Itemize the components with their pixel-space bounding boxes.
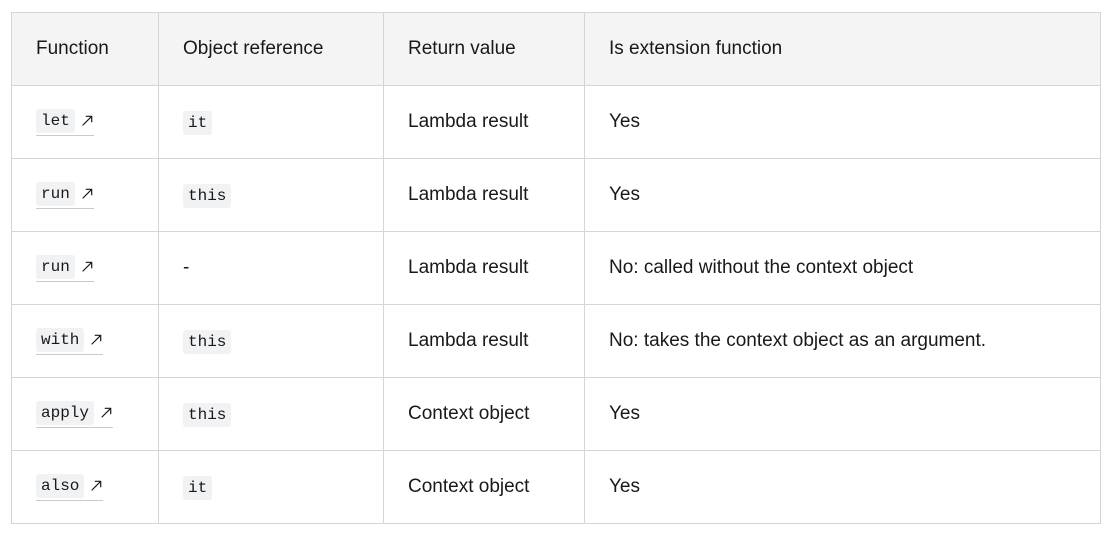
function-name-code: with bbox=[36, 328, 85, 352]
cell-is-extension-function: Yes bbox=[609, 476, 640, 497]
scope-functions-table: Function Object reference Return value I… bbox=[11, 12, 1101, 524]
function-link-let[interactable]: let bbox=[36, 109, 94, 136]
object-reference-code: this bbox=[183, 183, 232, 208]
cell-return-value: Context object bbox=[383, 450, 585, 524]
cell-is-extension-function: Yes bbox=[584, 85, 1101, 159]
cell-is-extension-function: Yes bbox=[584, 377, 1101, 451]
cell-return-value: Lambda result bbox=[383, 85, 585, 159]
external-link-arrow-icon bbox=[90, 333, 103, 346]
cell-function: apply bbox=[11, 377, 159, 451]
table-row: also it Context object Yes bbox=[11, 450, 1101, 524]
cell-object-reference: this bbox=[158, 158, 384, 232]
cell-is-extension-function: No: called without the context object bbox=[584, 231, 1101, 305]
table-row: run this Lambda result Yes bbox=[11, 158, 1101, 232]
external-link-arrow-icon bbox=[100, 406, 113, 419]
cell-function: with bbox=[11, 304, 159, 378]
cell-object-reference: this bbox=[158, 304, 384, 378]
column-header-is-extension-function: Is extension function bbox=[584, 12, 1101, 86]
table-header: Function Object reference Return value I… bbox=[11, 12, 1101, 86]
object-reference-code: this bbox=[183, 402, 232, 427]
function-link-run-toplevel[interactable]: run bbox=[36, 255, 94, 282]
function-link-also[interactable]: also bbox=[36, 474, 104, 501]
cell-return-value: Context object bbox=[383, 377, 585, 451]
table-body: let it Lambda result Yes bbox=[11, 85, 1101, 524]
cell-function: let bbox=[11, 85, 159, 159]
cell-return-value: Lambda result bbox=[383, 231, 585, 305]
function-link-apply[interactable]: apply bbox=[36, 401, 114, 428]
scope-functions-table-container: Function Object reference Return value I… bbox=[11, 12, 1101, 524]
table-row: apply this Context object Yes bbox=[11, 377, 1101, 451]
function-name-code: run bbox=[36, 255, 75, 279]
table-row: let it Lambda result Yes bbox=[11, 85, 1101, 159]
object-reference-code: this bbox=[183, 329, 232, 354]
external-link-arrow-icon bbox=[81, 114, 94, 127]
table-row: run - Lambda result No: called without t… bbox=[11, 231, 1101, 305]
object-reference-code: it bbox=[183, 475, 213, 500]
function-name-code: run bbox=[36, 182, 75, 206]
external-link-arrow-icon bbox=[90, 479, 103, 492]
cell-function: also bbox=[11, 450, 159, 524]
function-name-code: also bbox=[36, 474, 85, 498]
cell-return-value: Lambda result bbox=[383, 158, 585, 232]
cell-function: run bbox=[11, 231, 159, 305]
cell-object-reference: it bbox=[158, 450, 384, 524]
function-link-run[interactable]: run bbox=[36, 182, 94, 209]
cell-object-reference: - bbox=[158, 231, 384, 305]
column-header-function: Function bbox=[11, 12, 159, 86]
function-name-code: apply bbox=[36, 401, 95, 425]
function-link-with[interactable]: with bbox=[36, 328, 104, 355]
object-reference-code: it bbox=[183, 110, 213, 135]
cell-is-extension-function: No: takes the context object as an argum… bbox=[584, 304, 1101, 378]
function-name-code: let bbox=[36, 109, 75, 133]
cell-is-extension-function: Yes bbox=[584, 158, 1101, 232]
table-header-row: Function Object reference Return value I… bbox=[11, 12, 1101, 86]
object-reference-none: - bbox=[183, 257, 190, 278]
external-link-arrow-icon bbox=[81, 187, 94, 200]
cell-return-value: Lambda result bbox=[383, 304, 585, 378]
cell-function: run bbox=[11, 158, 159, 232]
column-header-object-reference: Object reference bbox=[158, 12, 384, 86]
external-link-arrow-icon bbox=[81, 260, 94, 273]
column-header-return-value: Return value bbox=[383, 12, 585, 86]
cell-object-reference: this bbox=[158, 377, 384, 451]
cell-object-reference: it bbox=[158, 85, 384, 159]
table-row: with this Lambda result No: takes the co… bbox=[11, 304, 1101, 378]
